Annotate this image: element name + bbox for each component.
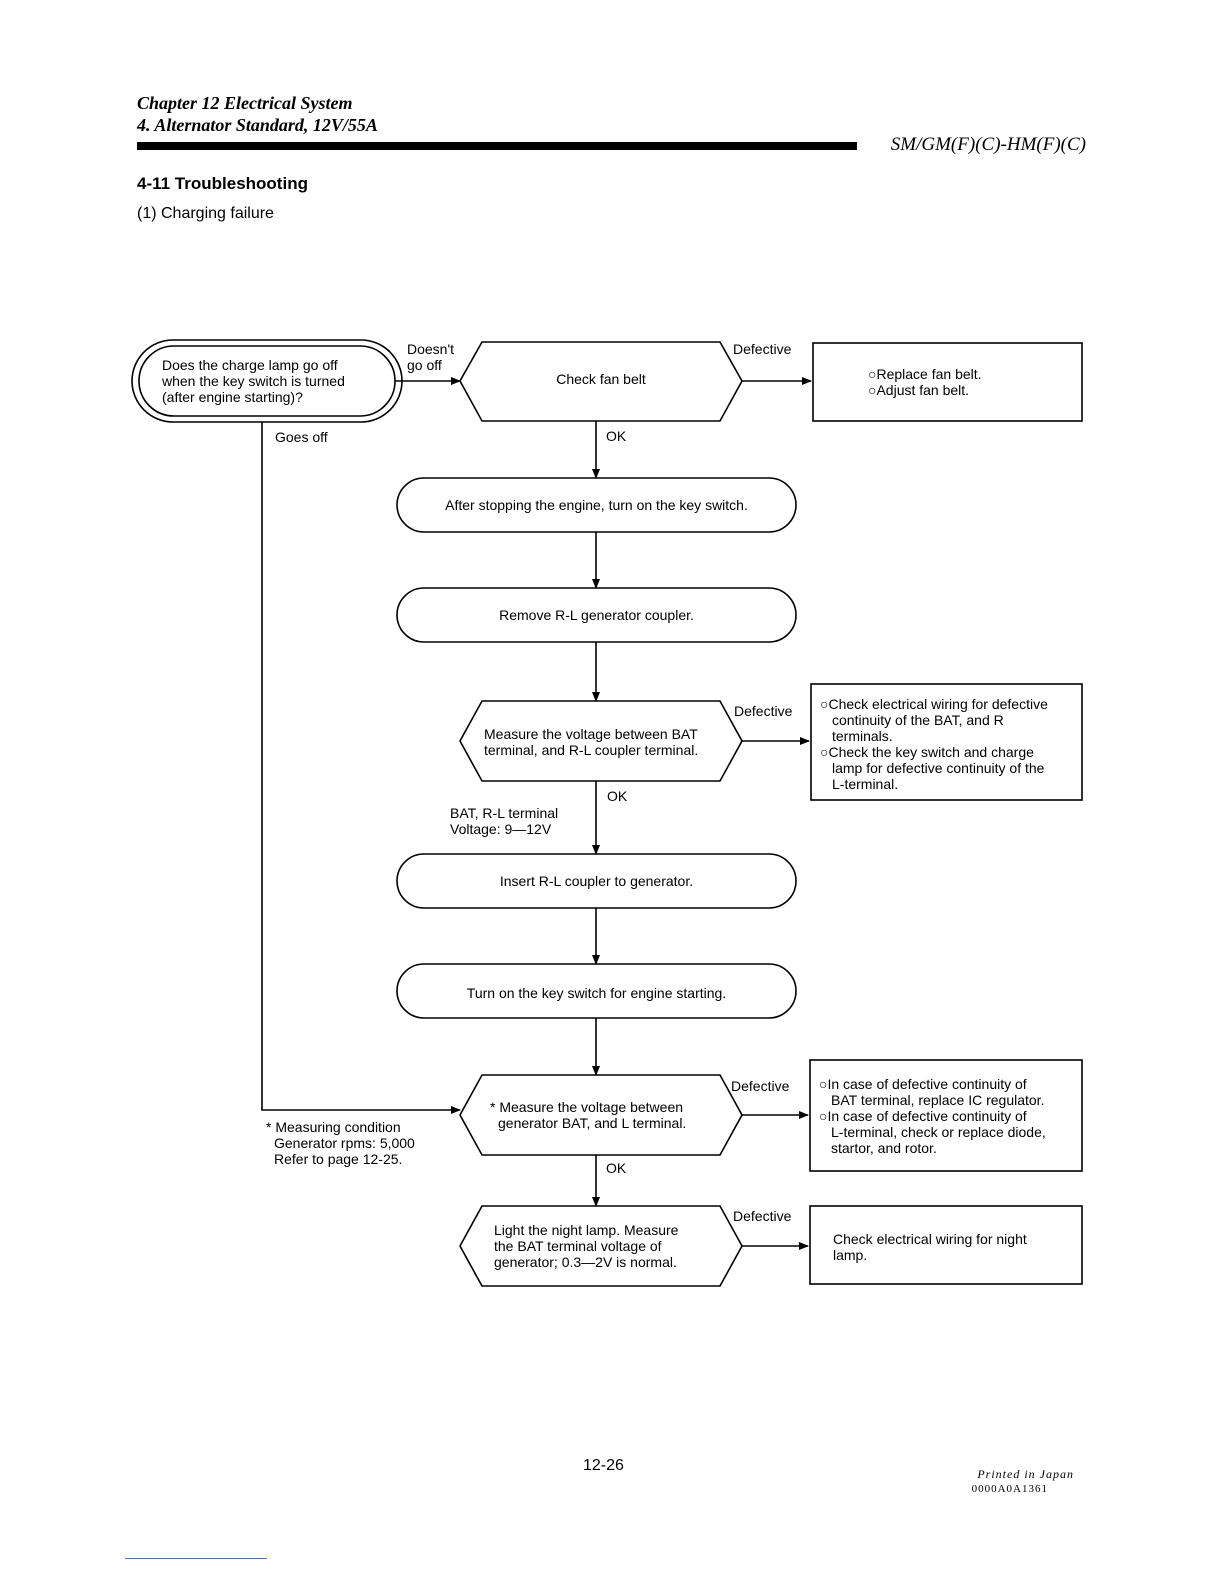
section-title: 4-11 Troubleshooting <box>137 174 308 193</box>
bat-action: lamp for defective continuity of the <box>832 760 1045 776</box>
label-goes-off: Goes off <box>275 429 328 445</box>
night-line: generator; 0.3—2V is normal. <box>494 1254 677 1270</box>
condition-line: Refer to page 12-25. <box>274 1151 403 1167</box>
gen-action: startor, and rotor. <box>831 1140 937 1156</box>
fan-action: ○Replace fan belt. <box>868 366 982 382</box>
step-turn-label: Turn on the key switch for engine starti… <box>466 985 727 1001</box>
night-lamp-shape <box>459 1205 743 1287</box>
gen-actions-text: ○In case of defective continuity of BAT … <box>819 1076 1046 1156</box>
condition-line: * Measuring condition <box>266 1119 401 1135</box>
measure-bat-text: Measure the voltage between BAT terminal… <box>484 726 698 758</box>
bat-actions-box <box>810 683 1083 801</box>
fan-action: ○Adjust fan belt. <box>868 382 970 398</box>
night-action: Check electrical wiring for night <box>833 1231 1027 1247</box>
bat-spec-text: BAT, R-L terminal Voltage: 9—12V <box>450 805 558 837</box>
check-fan-label: Check fan belt <box>556 371 646 387</box>
chapter-section: 4. Alternator Standard, 12V/55A <box>137 115 378 135</box>
label-doesnt-go-off: Doesn't go off <box>407 341 454 373</box>
bat-spec-line: BAT, R-L terminal <box>450 805 559 821</box>
label-defective: Defective <box>733 1208 792 1224</box>
step-remove-label: Remove R-L generator coupler. <box>499 607 694 623</box>
question-text: Does the charge lamp go off when the key… <box>162 357 345 405</box>
chapter-title: Chapter 12 Electrical System <box>137 93 353 113</box>
night-lamp-text: Light the night lamp. Measure the BAT te… <box>494 1222 678 1270</box>
measuring-condition: * Measuring condition Generator rpms: 5,… <box>266 1119 415 1167</box>
gen-action: ○In case of defective continuity of <box>819 1108 1027 1124</box>
step-insert-label: Insert R-L coupler to generator. <box>499 873 694 889</box>
step-stop-label: After stopping the engine, turn on the k… <box>445 497 748 513</box>
question-line: Does the charge lamp go off <box>162 357 338 373</box>
measure-bat-shape <box>459 700 743 782</box>
gen-action: ○In case of defective continuity of <box>819 1076 1027 1092</box>
measure-line: terminal, and R-L coupler terminal. <box>484 742 699 758</box>
bat-actions-text: ○Check electrical wiring for defective c… <box>820 696 1048 792</box>
condition-line: Generator rpms: 5,000 <box>274 1135 415 1151</box>
printed-in: Printed in Japan <box>977 1467 1074 1481</box>
label-defective: Defective <box>733 341 792 357</box>
gen-actions-box <box>809 1059 1083 1172</box>
gen-action: BAT terminal, replace IC regulator. <box>831 1092 1045 1108</box>
label-line: go off <box>407 357 442 373</box>
fan-actions-box <box>812 342 1083 422</box>
conn-goes-off <box>261 422 461 1114</box>
question-line: when the key switch is turned <box>162 373 345 389</box>
label-line: Doesn't <box>407 341 455 357</box>
gen-action: L-terminal, check or replace diode, <box>831 1124 1046 1140</box>
label-defective: Defective <box>731 1078 790 1094</box>
bat-action: L-terminal. <box>832 776 899 792</box>
bat-action: continuity of the BAT, and R <box>832 712 1004 728</box>
night-action-box <box>809 1205 1083 1285</box>
measure-gen-text: * Measure the voltage between generator … <box>490 1099 686 1131</box>
night-action-text: Check electrical wiring for night lamp. <box>833 1231 1027 1263</box>
measure-line: * Measure the voltage between <box>490 1099 684 1115</box>
question-line: (after engine starting)? <box>162 389 303 405</box>
bat-action: ○Check the key switch and charge <box>820 744 1034 760</box>
bat-action: terminals. <box>832 728 893 744</box>
fan-actions-text: ○Replace fan belt. ○Adjust fan belt. <box>868 366 982 398</box>
label-ok: OK <box>606 1160 627 1176</box>
bottom-rule <box>125 1558 267 1559</box>
header-rule <box>137 142 857 150</box>
document-code: 0000A0A1361 <box>971 1483 1048 1495</box>
label-defective: Defective <box>734 703 793 719</box>
measure-line: Measure the voltage between BAT <box>484 726 698 742</box>
bat-spec-line: Voltage: 9—12V <box>450 821 552 837</box>
measure-line: generator BAT, and L terminal. <box>498 1115 687 1131</box>
measure-gen-shape <box>459 1074 743 1156</box>
page-number: 12-26 <box>583 1457 624 1474</box>
bat-action: ○Check electrical wiring for defective <box>820 696 1048 712</box>
section-subtitle: (1) Charging failure <box>137 205 274 222</box>
night-action: lamp. <box>833 1247 868 1263</box>
night-line: the BAT terminal voltage of <box>494 1238 662 1254</box>
label-ok: OK <box>607 788 628 804</box>
model-code: SM/GM(F)(C)-HM(F)(C) <box>890 134 1086 155</box>
night-line: Light the night lamp. Measure <box>494 1222 679 1238</box>
chapter-heading: Chapter 12 Electrical System 4. Alternat… <box>137 92 378 136</box>
label-ok: OK <box>606 428 627 444</box>
